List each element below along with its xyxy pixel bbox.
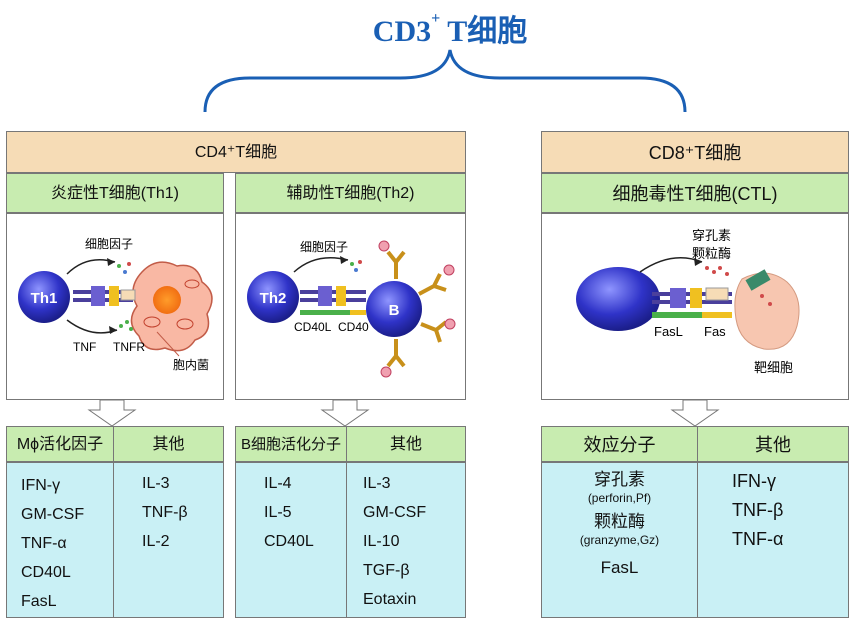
antibody-icons	[386, 250, 448, 368]
list-item: IL-3	[363, 475, 391, 492]
th1-header: 炎症性T细胞(Th1)	[6, 173, 224, 213]
target-label: 靶细胞	[754, 360, 793, 375]
list-item: TNF-α	[732, 529, 784, 549]
ctl-illustration: 穿孔素 颗粒酶 FasL Fas 靶细胞	[576, 228, 800, 375]
cd8-header: CD8⁺T细胞	[541, 131, 849, 173]
list-item: GM-CSF	[21, 506, 85, 523]
list-item: IL-10	[363, 533, 400, 550]
list-item: IL-3	[142, 475, 170, 492]
ctl-panel: 穿孔素 颗粒酶 FasL Fas 靶细胞	[541, 213, 849, 400]
list-item: IL-5	[264, 504, 292, 521]
ctl-table-header: 效应分子 其他	[541, 426, 849, 462]
cd40-label: CD40	[338, 320, 369, 334]
macrophage-nucleus	[153, 286, 181, 314]
list-item: 穿孔素	[594, 470, 645, 489]
ctl-col2-header: 其他	[697, 427, 848, 461]
list-item: TNF-α	[21, 535, 67, 552]
th1-cell	[18, 271, 70, 323]
list-item: FasL	[21, 593, 57, 610]
th1-illustration: Th1 细胞因子 TNF TNFR 胞内菌	[18, 237, 213, 372]
page-title: CD3+ T细胞	[372, 10, 528, 48]
list-item: IFN-γ	[21, 477, 61, 494]
list-item: GM-CSF	[363, 504, 427, 521]
bacteria-label: 胞内菌	[173, 358, 209, 372]
list-item: IL-2	[142, 533, 170, 550]
th1-table-header: Mϕ活化因子 其他	[6, 426, 224, 462]
tnf-label: TNF	[73, 340, 96, 354]
list-item-note: (perforin,Pf)	[587, 491, 652, 505]
list-item: IFN-γ	[732, 471, 776, 491]
bacteria-icon	[143, 316, 161, 328]
th2-table-header: B细胞活化分子 其他	[235, 426, 466, 462]
svg-text:Th1: Th1	[31, 290, 58, 307]
ctl-col1-list: 穿孔素 (perforin,Pf) 颗粒酶 (granzyme,Gz) FasL	[542, 463, 697, 617]
list-item-note: (granzyme,Gz)	[579, 533, 660, 547]
list-item: IL-4	[264, 475, 292, 492]
th2-cell	[247, 271, 299, 323]
svg-text:B: B	[389, 302, 400, 319]
th1-panel: Th1 细胞因子 TNF TNFR 胞内菌	[6, 213, 224, 400]
svg-text:Th2: Th2	[260, 290, 287, 307]
cd4-header: CD4⁺T细胞	[6, 131, 466, 173]
list-item: CD40L	[264, 533, 314, 550]
tnfr-label: TNFR	[113, 340, 145, 354]
list-item: CD40L	[21, 564, 71, 581]
cytokine-label: 细胞因子	[85, 237, 133, 251]
th2-panel: Th2 B 细胞因子 CD40L CD40	[235, 213, 466, 400]
list-item: 颗粒酶	[594, 512, 645, 531]
granzyme-label: 颗粒酶	[692, 246, 731, 261]
th1-col2-list: IL-3 TNF-β IL-2	[113, 463, 223, 617]
fasl-label: FasL	[654, 324, 683, 339]
fas-label: Fas	[704, 324, 726, 339]
b-cell	[366, 281, 422, 337]
th1-col2-header: 其他	[113, 427, 223, 461]
list-item: Eotaxin	[363, 591, 417, 608]
ctl-cell	[576, 267, 660, 331]
ctl-table-body: 穿孔素 (perforin,Pf) 颗粒酶 (granzyme,Gz) FasL…	[541, 462, 849, 618]
th2-col1-list: IL-4 IL-5 CD40L	[236, 463, 346, 617]
list-item: TNF-β	[142, 504, 188, 521]
th2-header: 辅助性T细胞(Th2)	[235, 173, 466, 213]
ctl-header: 细胞毒性T细胞(CTL)	[541, 173, 849, 213]
ctl-col1-header: 效应分子	[583, 435, 656, 455]
list-item: TNF-β	[732, 500, 784, 520]
ctl-col2-list: IFN-γ TNF-β TNF-α	[697, 463, 848, 617]
list-item: FasL	[600, 558, 639, 577]
th2-table-body: IL-4 IL-5 CD40L IL-3 GM-CSF IL-10 TGF-β …	[235, 462, 466, 618]
target-cell	[734, 272, 800, 350]
th1-col1-header: Mϕ活化因子	[16, 436, 104, 453]
th1-col1-list: IFN-γ GM-CSF TNF-α CD40L FasL	[7, 463, 113, 617]
th2-col2-header: 其他	[346, 427, 465, 461]
perforin-label: 穿孔素	[692, 228, 731, 243]
th2-col2-list: IL-3 GM-CSF IL-10 TGF-β Eotaxin	[346, 463, 465, 617]
list-item: TGF-β	[363, 562, 410, 579]
th2-col1-header: B细胞活化分子	[240, 436, 341, 453]
th1-table-body: IFN-γ GM-CSF TNF-α CD40L FasL IL-3 TNF-β…	[6, 462, 224, 618]
th2-illustration: Th2 B 细胞因子 CD40L CD40	[247, 240, 456, 378]
cd40l-label: CD40L	[294, 320, 332, 334]
cytokine-label: 细胞因子	[300, 240, 348, 254]
